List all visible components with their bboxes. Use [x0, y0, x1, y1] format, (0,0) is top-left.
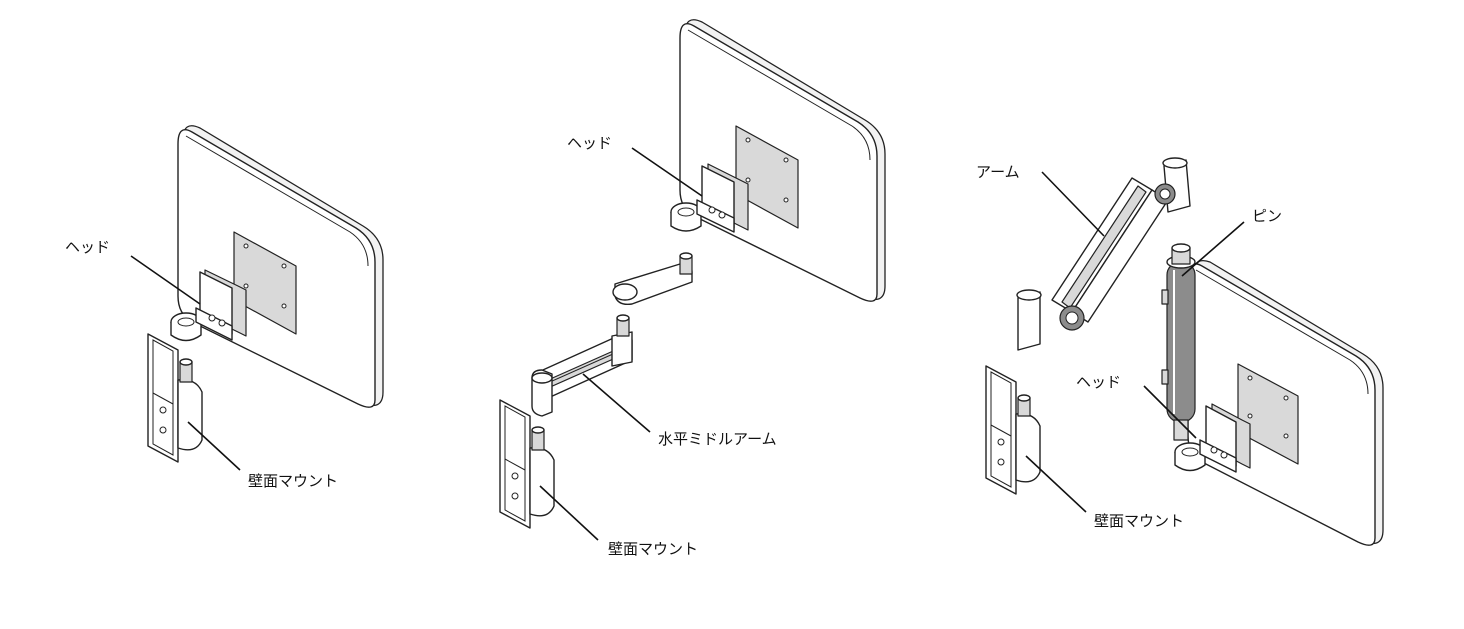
- fig1-head-leader: [130, 255, 201, 305]
- fig1-head: [170, 269, 247, 342]
- fig1-monitor: [177, 125, 384, 408]
- fig2-wall-mount-leader: [539, 485, 599, 541]
- fig1-wall-mount-leader: [187, 421, 241, 471]
- fig3-pin-label: ピン: [1252, 207, 1282, 225]
- fig2-middle-arm-leader: [582, 373, 651, 433]
- fig3-wall-mount-label: 壁面マウント: [1094, 512, 1184, 530]
- fig2-horizontal-middle-arm: [531, 314, 633, 417]
- fig3-head-leader: [1143, 385, 1197, 439]
- fig3-monitor: [1187, 259, 1384, 546]
- figure-1: ヘッド 壁面マウント: [65, 125, 384, 490]
- fig1-head-label: ヘッド: [65, 238, 110, 256]
- fig3-arm-leader: [1041, 171, 1105, 237]
- fig2-wall-mount: [499, 399, 555, 529]
- fig3-head-label: ヘッド: [1076, 373, 1121, 391]
- fig3-wall-mount-leader: [1025, 455, 1087, 513]
- fig1-wall-mount: [147, 333, 203, 463]
- fig3-wall-mount: [985, 365, 1041, 495]
- fig2-head-leader: [631, 147, 703, 197]
- fig2-head-label: ヘッド: [567, 134, 612, 152]
- fig3-arm-label: アーム: [976, 163, 1020, 181]
- fig1-wall-mount-label: 壁面マウント: [248, 472, 338, 490]
- fig2-middle-arm-label: 水平ミドルアーム: [658, 430, 777, 448]
- fig3-head: [1174, 403, 1251, 473]
- fig3-pin-leader: [1181, 221, 1245, 277]
- fig2-extension-link: [612, 252, 693, 306]
- figure-2: ヘッド 水平ミドルアーム 壁面マウント: [499, 19, 886, 558]
- figure-3: アーム ピン ヘッド 壁面マウント: [976, 157, 1384, 546]
- fig2-wall-mount-label: 壁面マウント: [608, 540, 698, 558]
- fig3-arm: [1016, 157, 1191, 351]
- fig3-pin: [1161, 243, 1196, 441]
- fig2-head: [670, 163, 749, 233]
- fig2-monitor: [679, 19, 886, 302]
